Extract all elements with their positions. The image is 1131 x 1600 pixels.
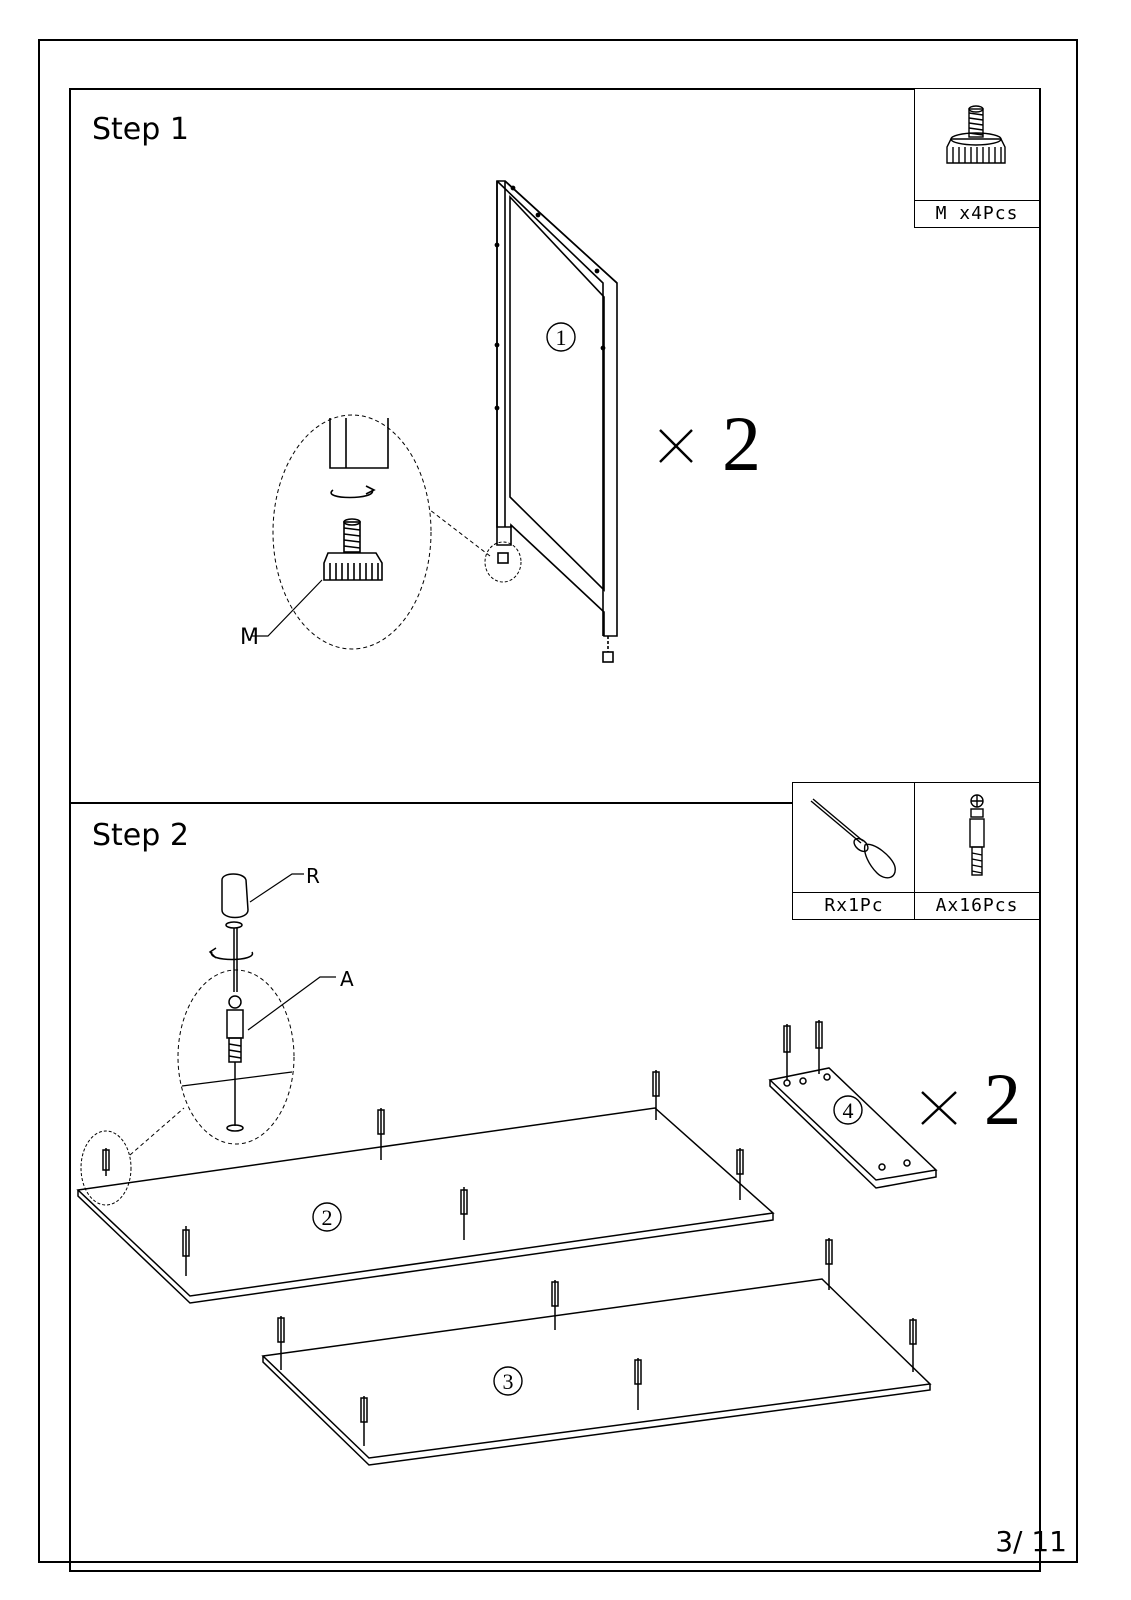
panel-4 xyxy=(770,1068,936,1180)
callout-a: A xyxy=(340,967,354,991)
callout-r: R xyxy=(306,864,320,888)
panel-number-2: 2 xyxy=(322,1205,333,1230)
panel-number-3: 3 xyxy=(503,1369,514,1394)
panel-number-4: 4 xyxy=(843,1098,854,1123)
panel-2 xyxy=(78,1108,773,1296)
page-number: 3/ 11 xyxy=(995,1525,1067,1558)
multiplier-2: 2 xyxy=(984,1059,1021,1141)
panel-3 xyxy=(263,1279,930,1458)
